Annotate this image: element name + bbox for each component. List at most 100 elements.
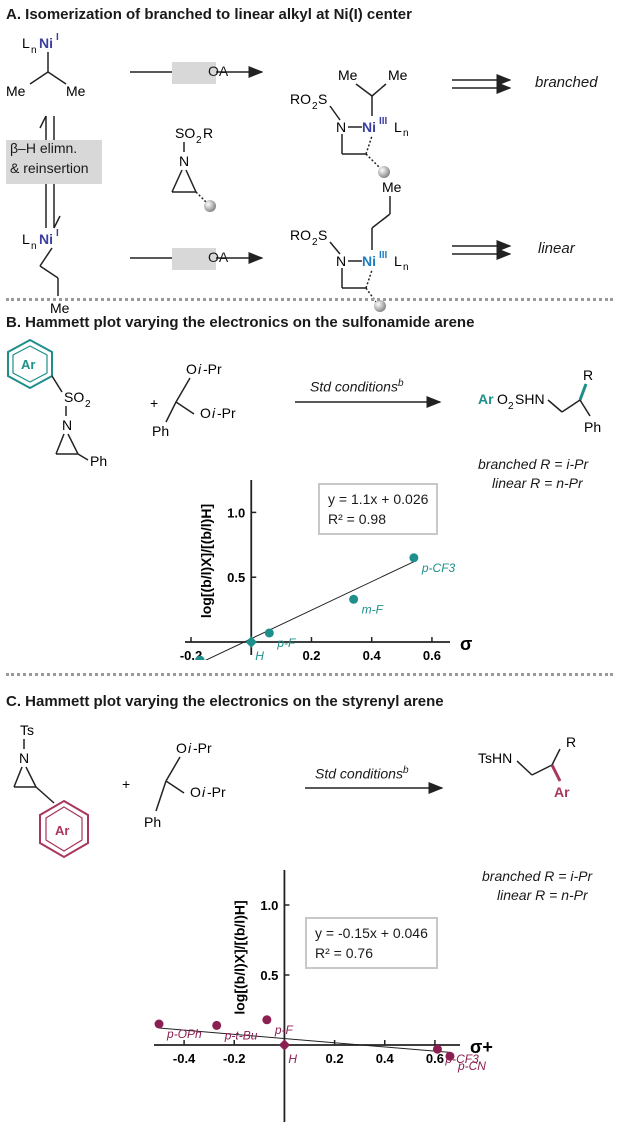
x-tick-label: 0.4	[376, 1051, 395, 1066]
y-tick-label: 1.0	[227, 505, 245, 520]
r2-c: R² = 0.76	[315, 945, 373, 961]
svg-text:Me: Me	[6, 83, 26, 99]
tosyl-aziridine-ar: Ts N Ar	[13, 722, 89, 859]
svg-text:-Pr: -Pr	[217, 405, 236, 421]
beta-h-label-line1: β–H elimn.	[10, 140, 78, 156]
linear-note-b: linear R = n-Pr	[492, 475, 583, 491]
linear-product-label: linear	[538, 240, 575, 257]
svg-text:L: L	[22, 35, 30, 51]
x-axis-label: σ	[460, 634, 472, 654]
data-point-p-f	[264, 628, 274, 638]
svg-text:n: n	[403, 262, 409, 273]
svg-text:i: i	[202, 784, 206, 800]
svg-text:O: O	[176, 740, 187, 756]
svg-text:Me: Me	[382, 179, 402, 195]
point-label-p-cf3: p-CF3	[444, 1052, 479, 1066]
y-axis-label: log[(b/l)X]/[(b/l)H]	[231, 900, 247, 1014]
branched-note-c: branched R = i-Pr	[482, 868, 593, 884]
svg-text:L: L	[394, 253, 402, 269]
svg-text:R: R	[583, 367, 593, 383]
svg-text:SO: SO	[175, 125, 195, 141]
svg-text:Ph: Ph	[584, 419, 601, 435]
point-label-p-cf3: p-CF3	[421, 561, 456, 575]
svg-text:Me: Me	[388, 67, 408, 83]
svg-text:RO: RO	[290, 227, 311, 243]
svg-text:Ni: Ni	[39, 231, 53, 247]
data-point-p-cf3	[409, 553, 419, 563]
svg-text:N: N	[336, 253, 346, 269]
equation-box-b: y = 1.1x + 0.026 R² = 0.98	[318, 483, 439, 535]
beta-h-label-line2: & reinsertion	[10, 160, 89, 176]
svg-text:Ni: Ni	[39, 35, 53, 51]
equation-b: y = 1.1x + 0.026	[328, 491, 429, 507]
x-tick-label: -0.2	[223, 1051, 245, 1066]
svg-text:Ar: Ar	[55, 823, 69, 838]
svg-text:i: i	[188, 740, 192, 756]
point-label-p-f: p-F	[276, 636, 296, 650]
svg-text:L: L	[394, 119, 402, 135]
svg-text:S: S	[318, 91, 327, 107]
svg-text:I: I	[56, 228, 59, 239]
x-tick-label: -0.4	[173, 1051, 196, 1066]
svg-text:III: III	[379, 116, 388, 127]
svg-text:N: N	[19, 750, 29, 766]
equation-c: y = -0.15x + 0.046	[315, 925, 428, 941]
svg-text:i: i	[212, 405, 216, 421]
svg-text:R: R	[566, 734, 576, 750]
data-point-p-cf3	[432, 1044, 442, 1054]
svg-text:2: 2	[196, 135, 202, 146]
point-label-h: H	[288, 1052, 297, 1066]
x-axis-label: σ+	[470, 1037, 493, 1057]
svg-text:Ph: Ph	[152, 423, 169, 439]
svg-text:n: n	[31, 45, 37, 56]
svg-text:R: R	[203, 125, 213, 141]
acetal-reagent-c: O i-Pr O i-Pr Ph	[144, 740, 226, 830]
svg-text:2: 2	[508, 401, 514, 412]
x-tick-label: 0.2	[326, 1051, 344, 1066]
data-point-p-oph	[154, 1019, 164, 1029]
x-tick-label: 0.4	[363, 648, 382, 660]
svg-text:Ni: Ni	[362, 119, 376, 135]
point-label-p-oph: p-OPh	[166, 1027, 202, 1041]
linear-note-c: linear R = n-Pr	[497, 887, 588, 903]
svg-text:L: L	[22, 231, 30, 247]
separator-bc	[6, 673, 613, 676]
equation-box-c: y = -0.15x + 0.046 R² = 0.76	[305, 917, 438, 969]
svg-text:2: 2	[312, 237, 318, 248]
r2-b: R² = 0.98	[328, 511, 386, 527]
y-tick-label: 0.5	[227, 570, 245, 585]
section-b-title: B. Hammett plot varying the electronics …	[6, 314, 475, 331]
svg-text:SHN: SHN	[515, 391, 545, 407]
svg-text:+: +	[122, 776, 130, 792]
point-label-p-t-bu: p-t-Bu	[224, 1028, 258, 1042]
data-point-p-f	[262, 1015, 272, 1025]
y-axis-label: log[(b/l)X]/[(b/l)H]	[198, 504, 214, 618]
point-label-h: H	[255, 649, 264, 660]
svg-text:Ph: Ph	[90, 453, 107, 469]
svg-text:n: n	[31, 241, 37, 252]
svg-text:Ar: Ar	[21, 357, 35, 372]
fit-line	[158, 1027, 451, 1053]
section-a-title: A. Isomerization of branched to linear a…	[6, 6, 412, 23]
svg-text:Me: Me	[50, 300, 70, 316]
section-c-scheme: Ts N Ar + O i-Pr O i-Pr Ph TsHN R Ar	[13, 722, 576, 859]
svg-text:-Pr: -Pr	[207, 784, 226, 800]
svg-text:Me: Me	[66, 83, 86, 99]
svg-text:N: N	[336, 119, 346, 135]
svg-text:+: +	[150, 395, 158, 411]
svg-text:Ph: Ph	[144, 814, 161, 830]
svg-text:III: III	[379, 250, 388, 261]
svg-text:Ar: Ar	[478, 391, 494, 407]
data-point-p-me	[195, 655, 205, 660]
x-tick-label: 0.6	[423, 648, 441, 660]
svg-text:n: n	[403, 128, 409, 139]
conditions-b: Std conditionsb	[310, 378, 404, 395]
